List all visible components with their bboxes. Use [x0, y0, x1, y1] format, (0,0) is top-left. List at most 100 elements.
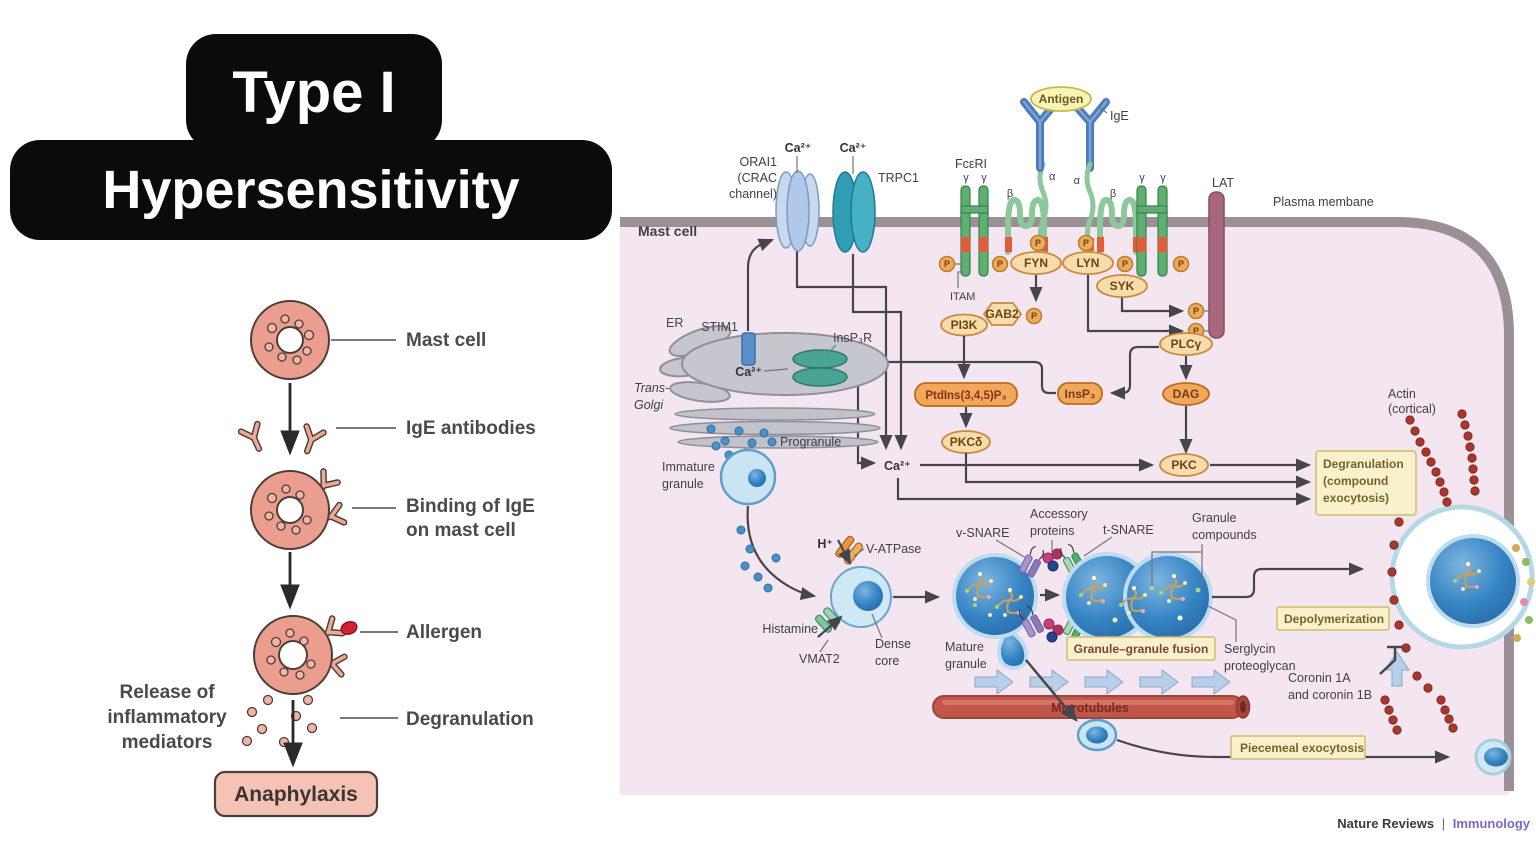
label-pi3k: PI3K [951, 318, 978, 332]
label-lat: LAT [1212, 176, 1234, 190]
syk-node: SYK [1096, 274, 1148, 298]
label-insp3r: InsP₃R [833, 331, 872, 345]
mast-cell-signaling-diagram: Plasma membane Mast cell Ca²⁺ ORAI1 (CRA… [620, 86, 1535, 831]
label-piecemeal: Piecemeal exocytosis [1240, 741, 1364, 755]
label-degranulation: Degranulation [406, 709, 534, 730]
ca-er-tick [763, 368, 789, 372]
mature-granule [952, 553, 1038, 671]
journal-name: Immunology [1453, 816, 1531, 831]
granule-transport-line [1025, 659, 1078, 722]
released-granule [1426, 534, 1520, 628]
label-fceri: FcεRI [955, 157, 987, 171]
released-compound-dots [1512, 544, 1535, 642]
p-badge: P [997, 259, 1003, 269]
trpc1-channel [832, 171, 876, 253]
ca-degran-arrow [896, 478, 1312, 506]
piecemeal-box: Piecemeal exocytosis [1230, 735, 1366, 760]
ige-antibody-right [1070, 98, 1110, 172]
label-release-1: Release of [119, 682, 215, 703]
label-insp3: InsP₃ [1065, 387, 1096, 401]
allergen-particle [340, 620, 358, 636]
dag-node: DAG [1162, 382, 1210, 406]
p-badge: P [1193, 306, 1199, 316]
label-plasma-membrane: Plasma membane [1273, 195, 1374, 209]
mast-cell-1 [250, 300, 330, 380]
label-anaphylaxis: Anaphylaxis [234, 783, 358, 806]
label-er: ER [666, 316, 683, 330]
title-line2: Hypersensitivity [10, 140, 612, 240]
anaphylaxis-box: Anaphylaxis [213, 770, 379, 818]
simple-pathway-diagram: Mast cell IgE antibodies Binding of IgE … [107, 300, 536, 818]
label-golgi-2: Golgi [634, 398, 664, 412]
p-badge: P [1031, 311, 1037, 321]
lyn-to-lat-arrow [1086, 275, 1185, 338]
label-ca-node: Ca²⁺ [884, 459, 911, 473]
label-progranule: Progranule [780, 435, 841, 449]
granule-fusion-box: Granule–granule fusion [1066, 636, 1216, 661]
label-gamma-r2: γ [1160, 172, 1166, 184]
label-degran-2: (compound [1323, 474, 1388, 488]
fused-to-exocytosis-line [1212, 562, 1365, 599]
label-lyn: LYN [1077, 256, 1100, 270]
label-plcg: PLCγ [1171, 337, 1202, 351]
label-coronin-1: Coronin 1A [1288, 671, 1351, 685]
label-beta-r: β [1110, 188, 1116, 200]
accessory-proteins-lower [1043, 618, 1064, 643]
pi3k-node: PI3K [940, 313, 988, 337]
p-badge: P [1178, 259, 1184, 269]
degranulation-box: Degranulation (compound exocytosis) [1315, 450, 1417, 516]
fused-granule [1062, 552, 1213, 642]
label-orai1-2: (CRAC [737, 171, 777, 185]
label-ige-antibodies: IgE antibodies [406, 418, 536, 439]
vatpase-leader [853, 548, 865, 557]
label-depoly: Depolymerization [1284, 612, 1384, 626]
label-release-2: inflammatory [107, 707, 227, 728]
depolymerization-arrow [1384, 651, 1410, 687]
label-binding-1: Binding of IgE [406, 496, 535, 517]
ige-antibody-left [1020, 98, 1058, 172]
label-allergen: Allergen [406, 622, 482, 643]
label-mature-1: Mature [945, 640, 984, 654]
dense-core-granule [830, 566, 892, 628]
label-acc-2: proteins [1030, 524, 1074, 538]
label-serg-1: Serglycin [1224, 642, 1275, 656]
p-badge: P [1122, 259, 1128, 269]
label-dag: DAG [1173, 387, 1200, 401]
label-trpc1: TRPC1 [878, 171, 919, 185]
label-itam: ITAM [950, 291, 975, 303]
itam-bracket [957, 271, 963, 288]
label-ca-er: Ca²⁺ [735, 365, 762, 379]
journal-separator: | [1442, 816, 1445, 831]
label-gc-1: Granule [1192, 511, 1237, 525]
lyn-node: LYN [1062, 251, 1114, 275]
label-immature-1: Immature [662, 460, 715, 474]
label-mature-2: granule [945, 657, 987, 671]
h-influx-arrow [837, 539, 852, 565]
insp3r-leader [827, 344, 837, 354]
journal-credit: Nature Reviews | Immunology [1337, 816, 1531, 831]
label-histamine: Histamine [762, 622, 818, 636]
pkc-node: PKC [1159, 453, 1209, 477]
label-orai1-3: channel) [729, 187, 777, 201]
label-mast-cell: Mast cell [638, 223, 697, 239]
label-v-atpase: V-ATPase [866, 542, 921, 556]
label-gab2: GAB2 [985, 307, 1019, 321]
released-mediators [241, 694, 318, 748]
label-golgi-1: Trans- [634, 381, 669, 395]
vmat2-leader [819, 639, 829, 653]
label-alpha-r: α [1074, 175, 1081, 187]
accessory-proteins-upper [1042, 548, 1063, 572]
label-gamma-r1: γ [1139, 172, 1145, 184]
granule-maturation-path [746, 505, 817, 601]
title-line2-text: Hypersensitivity [102, 160, 520, 220]
immature-granule [719, 448, 777, 506]
label-vmat2: VMAT2 [799, 652, 840, 666]
pkcd-degran-arrow [964, 453, 1312, 489]
label-serg-2: proteoglycan [1224, 659, 1296, 673]
ptdins-node: PtdIns(3,4,5)P₃ [914, 382, 1018, 407]
label-actin-2: (cortical) [1388, 402, 1436, 416]
insp3-to-insp3r-line [857, 355, 1056, 395]
piecemeal-exit-granule [1474, 738, 1512, 776]
maturation-dots [736, 525, 781, 593]
